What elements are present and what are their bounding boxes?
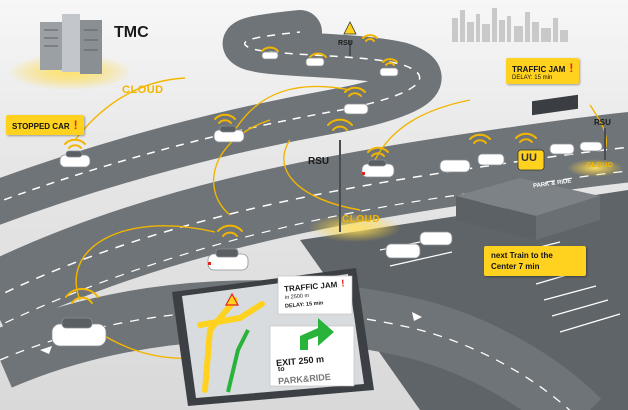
rsu-label-right: RSU [594,118,611,127]
cloud-label-top: CLOUD [122,84,164,96]
rsu-label-mid: RSU [308,156,329,167]
car [344,104,368,114]
exclamation-icon: ! [74,118,78,132]
car [386,244,420,258]
traffic-jam-alert: TRAFFIC JAM! DELAY: 15 min [506,58,579,84]
city-skyline [452,8,568,42]
rsu-label-top: RSU [338,40,353,47]
car [580,142,602,151]
car [306,58,324,66]
train-info-box: next Train to the Center 7 min [484,246,586,276]
car [440,160,470,172]
car [262,52,278,59]
car [380,68,398,76]
train-logo-icon: UU [521,152,537,164]
car [478,154,504,165]
tmc-label: TMC [114,24,149,42]
cloud-label-right: CLOUD [586,162,613,169]
car [550,144,574,154]
car [420,232,452,245]
nav-to-text: to [278,366,285,374]
cloud-label-mid: CLOUD [342,214,380,225]
stopped-car-alert: STOPPED CAR! [6,115,84,135]
stopped-car-text: STOPPED CAR [12,122,70,131]
traffic-jam-delay: DELAY: 15 min [512,75,573,81]
exclamation-icon: ! [569,61,573,75]
tmc-building [40,14,102,74]
traffic-jam-title: TRAFFIC JAM [512,65,565,74]
signal-icon [65,140,85,148]
warning-sign-icon [344,22,356,34]
